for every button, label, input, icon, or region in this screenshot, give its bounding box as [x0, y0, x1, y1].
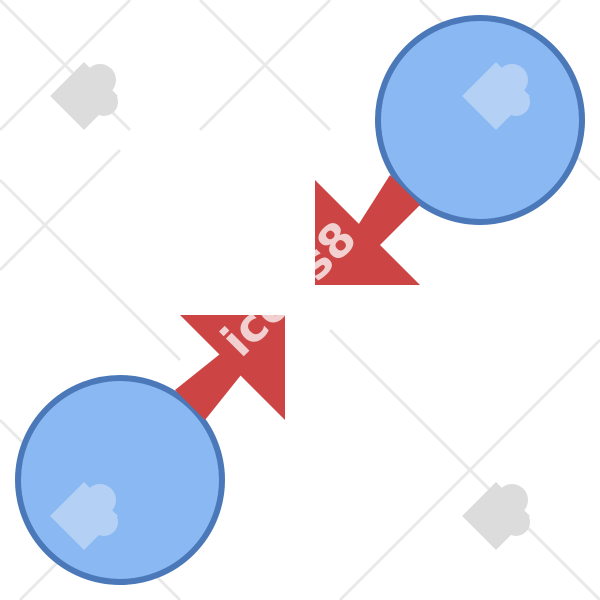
watermark-logo-top-left: [50, 62, 118, 130]
arrow-up-right-icon: [175, 315, 285, 420]
watermark-logo-bottom-right: [462, 482, 530, 550]
top-right-circle: [375, 15, 585, 225]
watermark-logo-circle-top: [462, 62, 530, 130]
watermark-logo-circle-bottom: [50, 482, 118, 550]
bottom-left-circle: [15, 375, 225, 585]
arrow-down-left-icon: [315, 175, 420, 285]
